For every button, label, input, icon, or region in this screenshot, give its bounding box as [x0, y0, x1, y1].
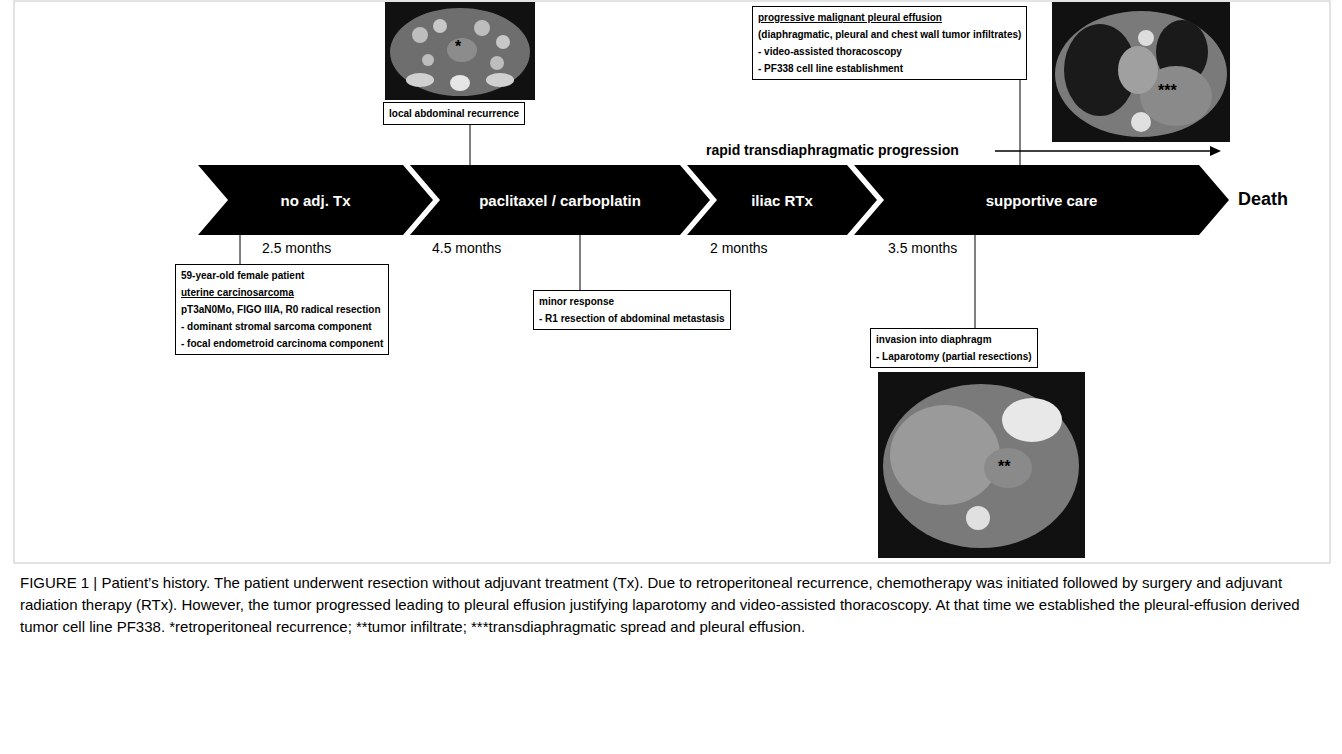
- image-marker: **: [998, 458, 1010, 476]
- note-heading: local abdominal recurrence: [389, 105, 519, 122]
- ct-bowel: [490, 56, 504, 70]
- phase-label: supportive care: [986, 192, 1098, 209]
- note-line: - focal endometroid carcinoma component: [181, 335, 383, 352]
- note-heading: 59-year-old female patient: [181, 267, 383, 284]
- connector-line: [1020, 80, 1021, 165]
- duration-label: 3.5 months: [888, 240, 957, 256]
- figure-caption: FIGURE 1 | Patient’s history. The patien…: [20, 572, 1322, 638]
- connector-line: [975, 235, 976, 328]
- ct-heart: [1118, 46, 1158, 94]
- chevron-text-area: no adj. Tx: [228, 165, 403, 235]
- note-line: - video-assisted thoracoscopy: [758, 43, 1021, 60]
- note-line: (diaphragmatic, pleural and chest wall t…: [758, 26, 1021, 43]
- ct-bone: [406, 73, 434, 87]
- arrow-line: [995, 150, 1211, 152]
- image-marker: ***: [1158, 82, 1177, 100]
- ct-abdomen-image: [385, 2, 535, 100]
- connector-line: [470, 125, 471, 165]
- progression-arrow: [995, 146, 1221, 156]
- note-box: progressive malignant pleural effusion(d…: [752, 6, 1027, 80]
- ct-liver: [890, 405, 1000, 505]
- ct-stomach: [1002, 398, 1062, 442]
- ct-body: [1055, 11, 1227, 137]
- connector-line: [240, 235, 241, 264]
- timeline-chevron: iliac RTx: [687, 165, 877, 235]
- chevron-shape: [854, 165, 1229, 235]
- chevron-text-area: supportive care: [884, 165, 1199, 235]
- arrow-head: [1210, 146, 1221, 156]
- note-line: - dominant stromal sarcoma component: [181, 318, 383, 335]
- ct-infiltrate: [984, 448, 1032, 488]
- note-box: minor response- R1 resection of abdomina…: [533, 290, 731, 330]
- ct-bowel: [474, 20, 490, 36]
- timeline-chevron: paclitaxel / carboplatin: [410, 165, 710, 235]
- ct-background: [385, 2, 535, 100]
- ct-body: [390, 8, 530, 96]
- chevron-shape: [687, 165, 877, 235]
- note-line: pT3aN0Mo, FIGO IIIA, R0 radical resectio…: [181, 301, 383, 318]
- ct-bowel: [422, 54, 434, 66]
- note-box: invasion into diaphragm- Laparotomy (par…: [870, 328, 1038, 368]
- note-heading: invasion into diaphragm: [876, 331, 1032, 348]
- timeline-chevron: no adj. Tx: [198, 165, 433, 235]
- figure-frame: [14, 1, 1330, 563]
- ct-bowel: [496, 35, 510, 49]
- connector-line: [580, 235, 581, 290]
- note-line: - Laparotomy (partial resections): [876, 348, 1032, 365]
- note-line: uterine carcinosarcoma: [181, 284, 383, 301]
- ct-chest-image: [1052, 2, 1230, 142]
- chevron-text-area: paclitaxel / carboplatin: [440, 165, 680, 235]
- image-marker: *: [455, 38, 461, 56]
- end-label: Death: [1238, 189, 1288, 210]
- note-heading: minor response: [539, 293, 725, 310]
- duration-label: 2.5 months: [262, 240, 331, 256]
- ct-body: [883, 384, 1079, 548]
- ct-aorta: [1138, 30, 1154, 46]
- ct-upper-abdomen-image: [878, 372, 1085, 558]
- duration-label: 2 months: [710, 240, 768, 256]
- timeline-chevron: supportive care: [854, 165, 1229, 235]
- ct-background: [1052, 2, 1230, 142]
- ct-bowel: [433, 19, 447, 33]
- phase-label: iliac RTx: [751, 192, 813, 209]
- ct-background: [878, 372, 1085, 558]
- duration-label: 4.5 months: [432, 240, 501, 256]
- ct-spine: [966, 506, 990, 530]
- ct-bowel: [412, 27, 428, 43]
- ct-spine: [450, 75, 470, 91]
- phase-label: paclitaxel / carboplatin: [479, 192, 641, 209]
- progression-label: rapid transdiaphragmatic progression: [706, 142, 959, 158]
- note-box: local abdominal recurrence: [383, 102, 525, 125]
- note-heading: progressive malignant pleural effusion: [758, 9, 1021, 26]
- chevron-shape: [410, 165, 710, 235]
- ct-recurrence: [447, 38, 477, 62]
- note-line: - R1 resection of abdominal metastasis: [539, 310, 725, 327]
- ct-spine: [1131, 112, 1151, 132]
- note-line: - PF338 cell line establishment: [758, 60, 1021, 77]
- chevron-text-area: iliac RTx: [717, 165, 847, 235]
- chevron-shape: [198, 165, 433, 235]
- phase-label: no adj. Tx: [280, 192, 350, 209]
- ct-bone: [486, 73, 514, 87]
- note-box: 59-year-old female patientuterine carcin…: [175, 264, 389, 355]
